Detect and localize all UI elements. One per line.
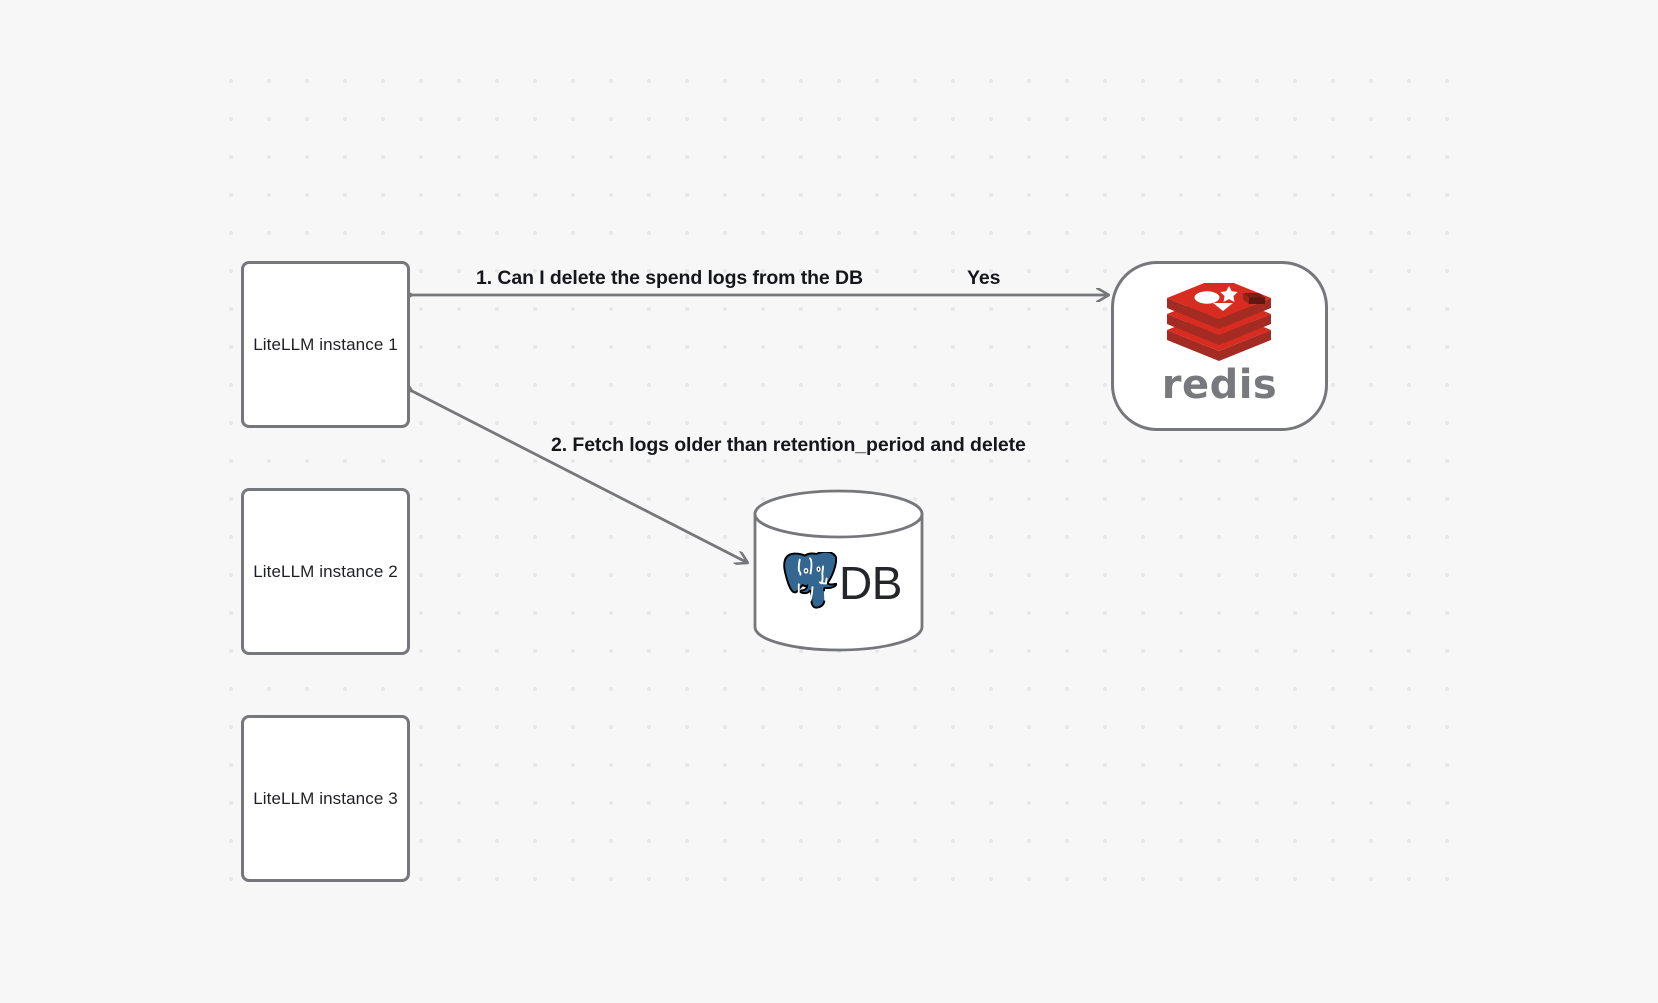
redis-logo-icon	[1167, 283, 1272, 361]
edge-label-reply: Yes	[967, 267, 1001, 289]
edge-llm1-to-db	[412, 391, 748, 563]
db-content: DB	[752, 489, 925, 652]
redis-wordmark: redis	[1161, 362, 1278, 408]
node-litellm-instance-2[interactable]: LiteLLM instance 2	[241, 488, 410, 655]
node-label: LiteLLM instance 1	[253, 334, 398, 354]
node-label: LiteLLM instance 3	[253, 788, 398, 808]
node-label: LiteLLM instance 2	[253, 561, 398, 581]
edge-label-question: 1. Can I delete the spend logs from the …	[476, 267, 863, 289]
cylinder-shape	[753, 489, 924, 652]
db-label: DB	[839, 556, 902, 609]
node-litellm-instance-3[interactable]: LiteLLM instance 3	[241, 715, 410, 882]
node-litellm-instance-1[interactable]: LiteLLM instance 1	[241, 261, 410, 428]
postgresql-elephant-icon	[779, 551, 838, 612]
node-database[interactable]: DB	[752, 489, 925, 652]
redis-logo-group: redis	[1162, 283, 1278, 405]
node-redis[interactable]: redis	[1111, 261, 1328, 431]
edge-label-fetch-delete: 2. Fetch logs older than retention_perio…	[551, 434, 1026, 456]
